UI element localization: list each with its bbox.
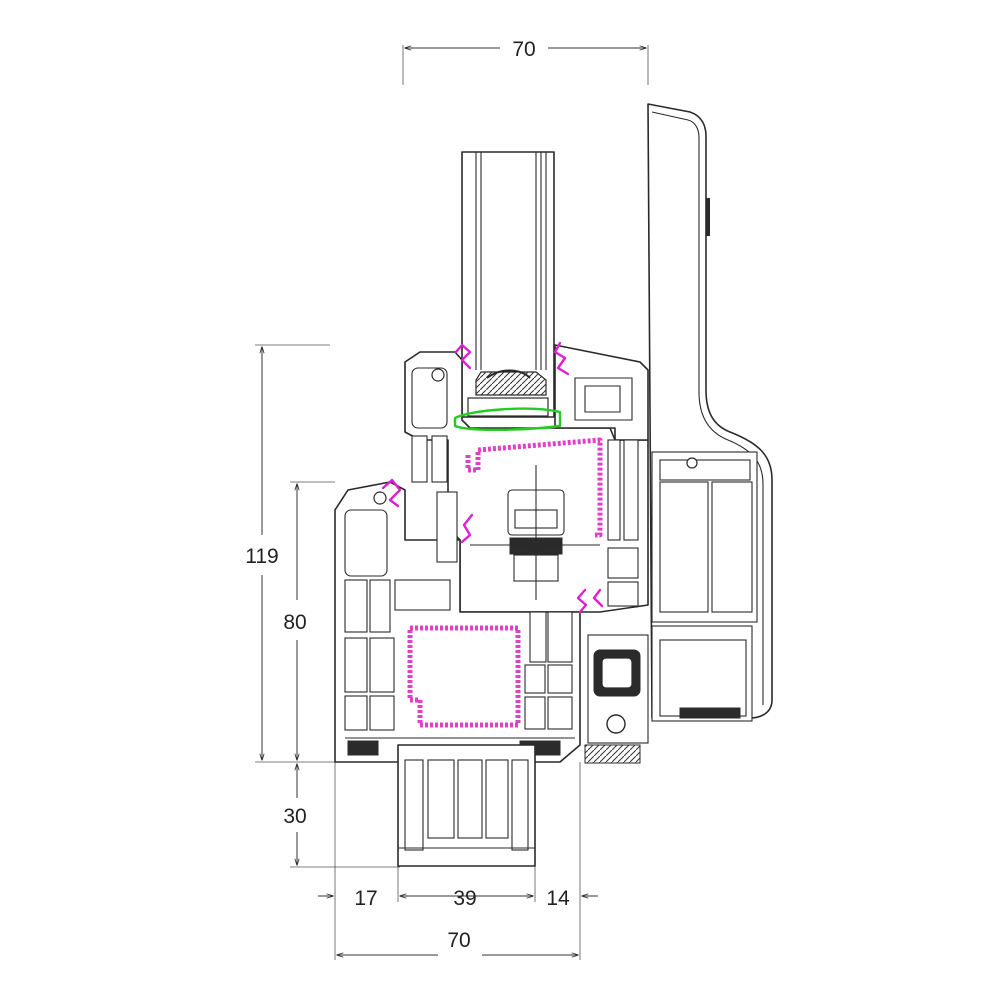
dim-label-sash-height: 119 — [245, 545, 278, 568]
gasket-glazing-left — [454, 343, 472, 370]
dimension-frame-height: 80 — [283, 481, 335, 760]
sash-profile — [404, 344, 649, 613]
gasket-glazing-bead — [453, 407, 562, 431]
dim-label-mid-width: 39 — [453, 887, 476, 910]
sill-extension-profile — [397, 744, 536, 867]
steel-reinforcement-sash — [465, 437, 603, 538]
gasket-glazing-right — [553, 341, 570, 376]
glazing-unit — [461, 151, 555, 418]
dim-label-bottom-height: 30 — [283, 805, 306, 828]
dim-label-top-width: 70 — [512, 38, 535, 61]
dimension-sash-height: 119 — [245, 344, 340, 763]
dim-label-bottom-width: 70 — [447, 929, 470, 952]
dim-label-frame-height: 80 — [283, 611, 306, 634]
dimension-top-width: 70 — [402, 38, 649, 85]
gasket-sash-bottom-right — [592, 588, 604, 608]
gasket-frame-outer — [381, 478, 402, 508]
dimension-bottom-width: 70 — [337, 929, 578, 964]
steel-reinforcements — [407, 437, 603, 728]
steel-reinforcement-frame — [407, 625, 521, 728]
dim-label-right-offset: 14 — [546, 887, 570, 910]
frame-profile — [334, 481, 581, 763]
dim-label-left-offset: 17 — [354, 887, 377, 910]
gasket-frame-center — [460, 513, 474, 544]
gaskets — [381, 341, 604, 614]
gasket-sash-bottom — [576, 588, 588, 614]
hardware-gear-block — [584, 451, 758, 764]
dimension-bottom-offsets: 17 39 14 — [318, 762, 598, 960]
dimension-bottom-height: 30 — [283, 764, 400, 868]
